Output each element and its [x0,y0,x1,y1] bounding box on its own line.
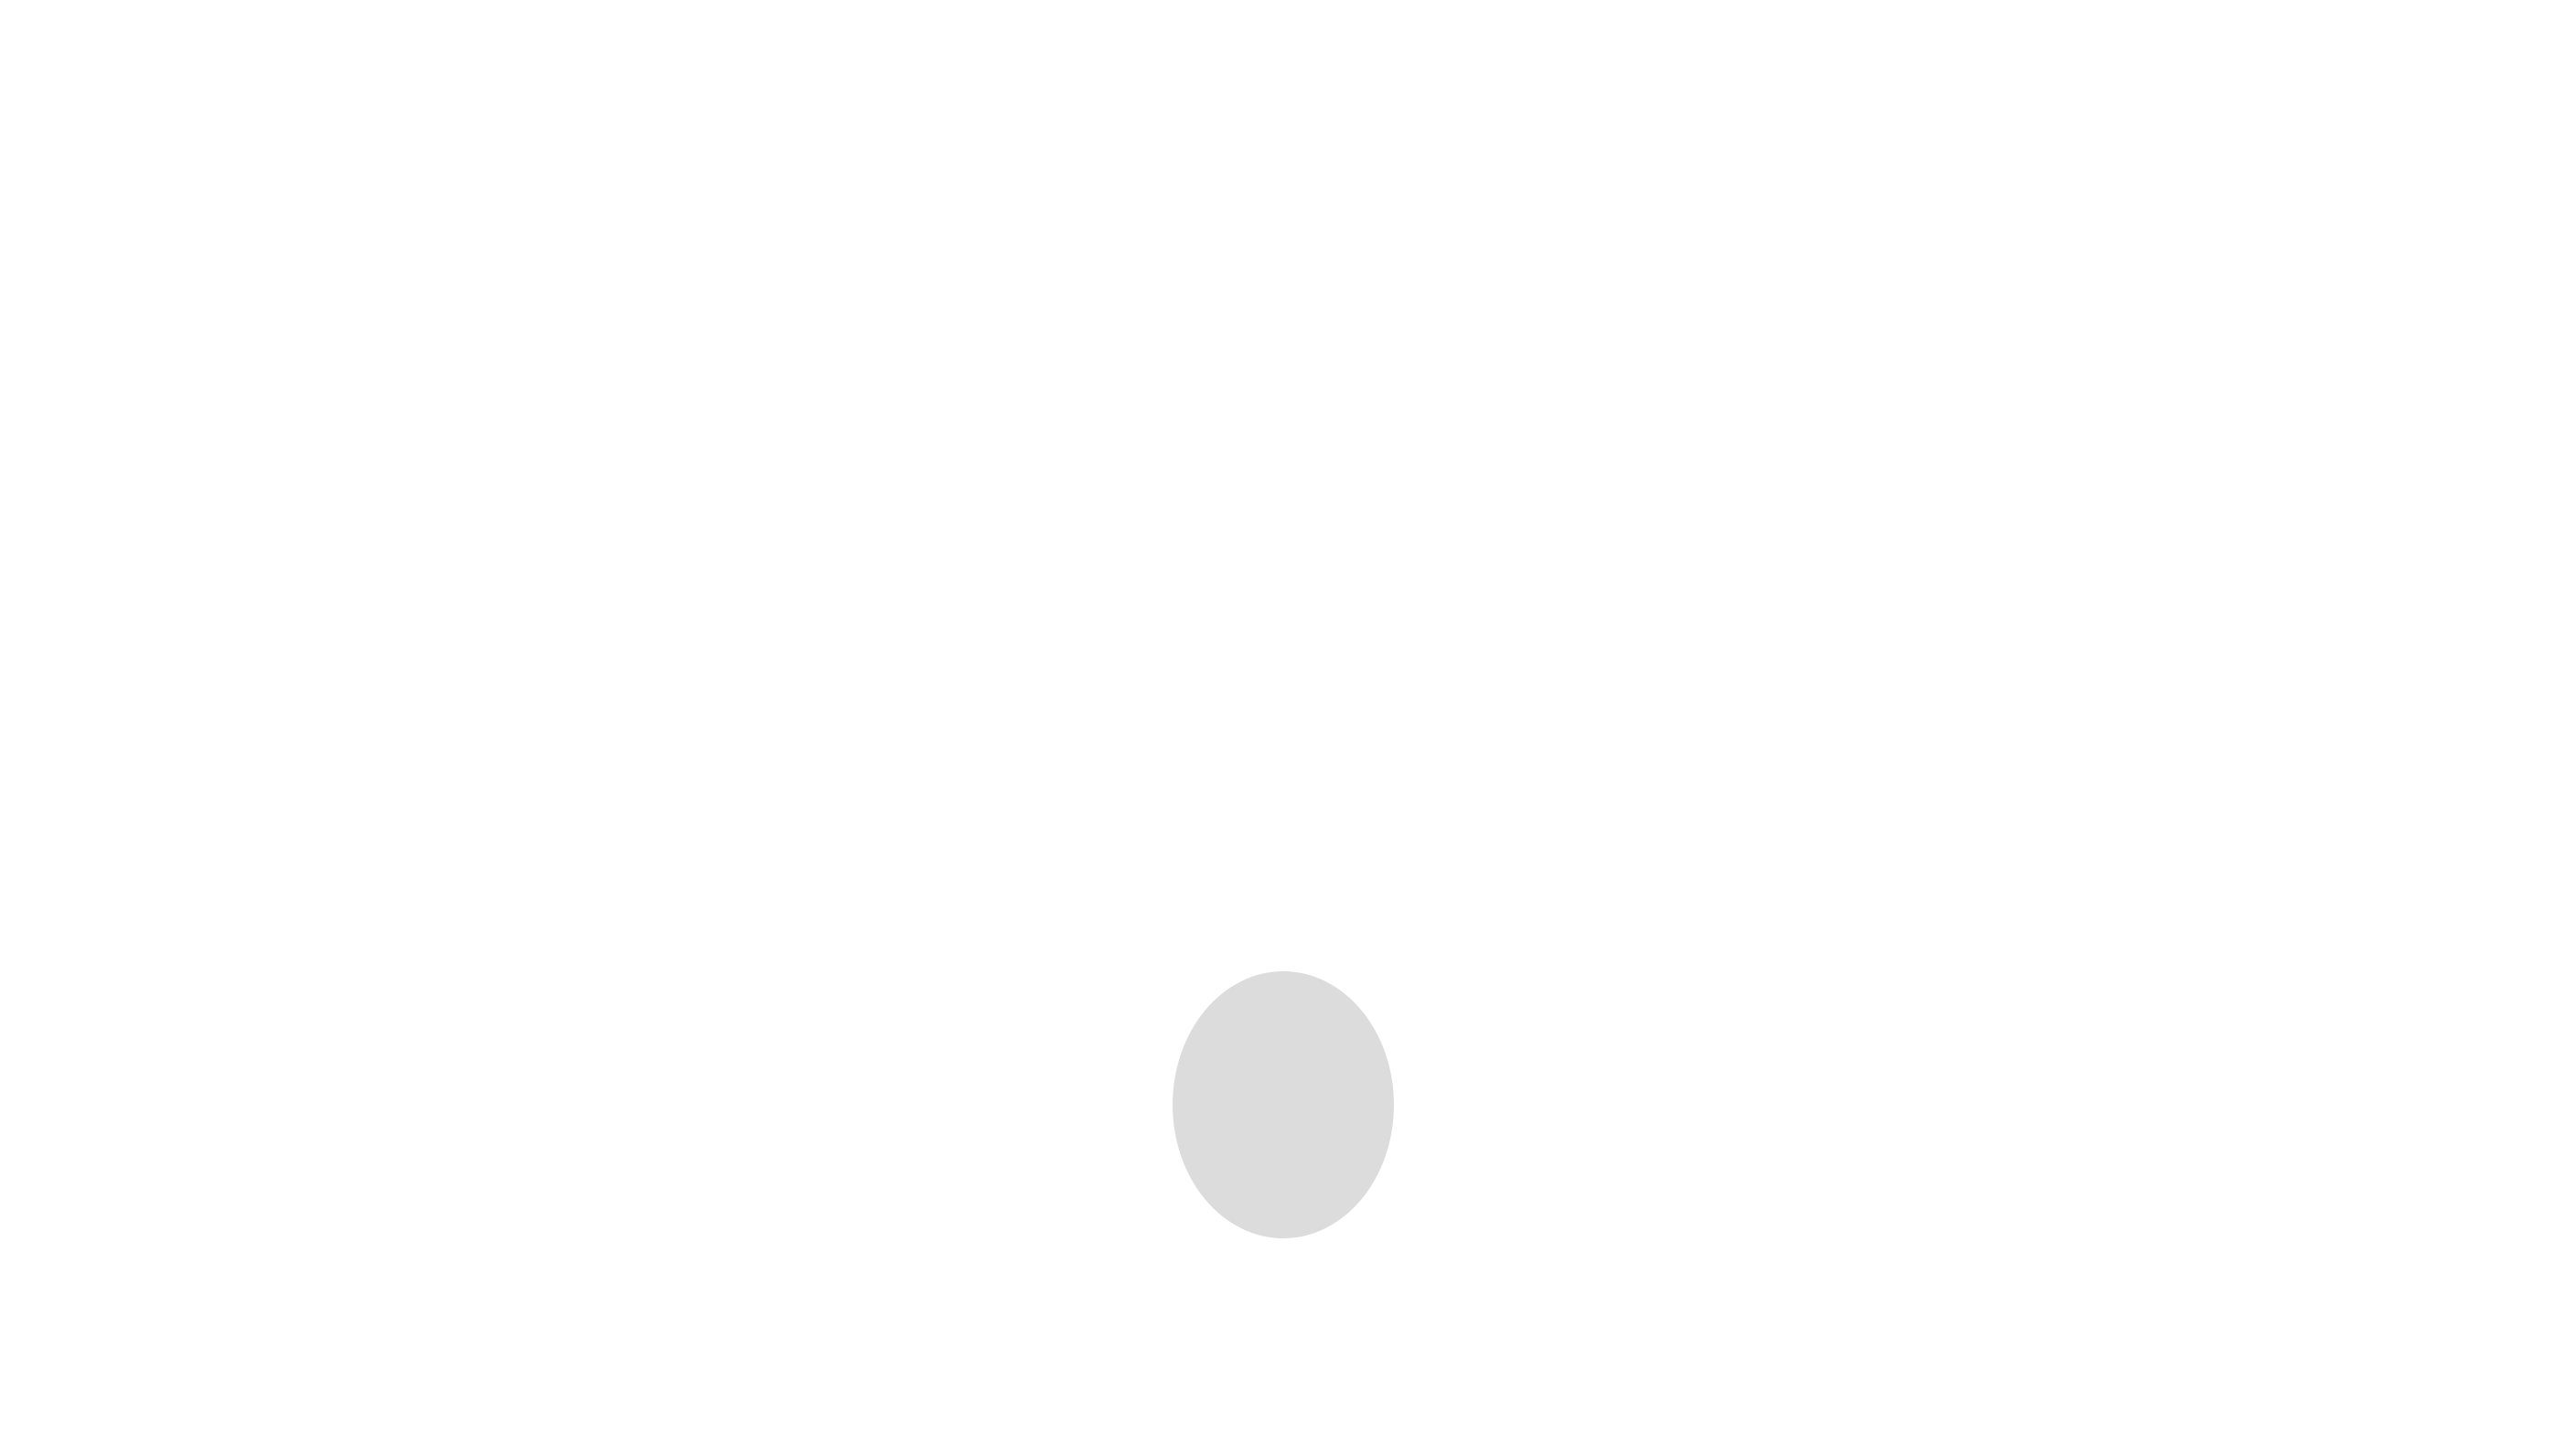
placeholder-oval-shape [1173,971,1394,1238]
